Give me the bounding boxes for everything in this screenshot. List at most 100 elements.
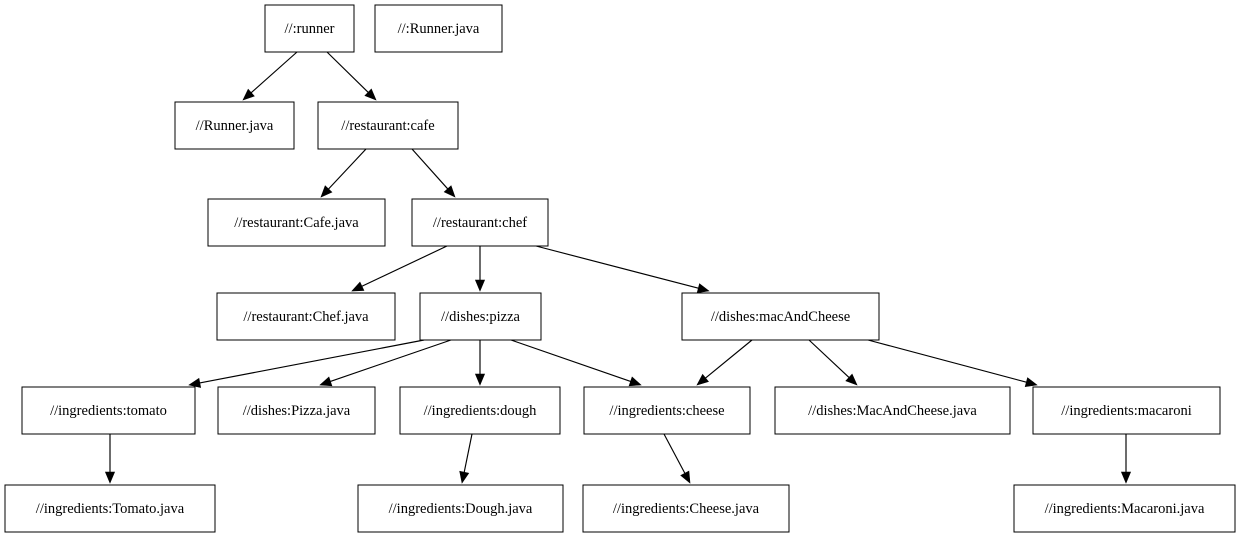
arrowhead-icon xyxy=(696,283,710,294)
arrowhead-icon xyxy=(474,279,486,292)
arrowhead-icon xyxy=(242,88,255,101)
edge-line xyxy=(663,433,686,474)
node-ingredients-macaroni[interactable]: //ingredients:macaroni xyxy=(1032,386,1221,435)
node-ingredients-dough[interactable]: //ingredients:dough xyxy=(399,386,561,435)
node-dough-java[interactable]: //ingredients:Dough.java xyxy=(357,484,564,533)
node-macaroni-java[interactable]: //ingredients:Macaroni.java xyxy=(1013,484,1236,533)
node-box[interactable] xyxy=(21,386,196,435)
node-runner-java-root[interactable]: //:Runner.java xyxy=(374,4,503,53)
arrowhead-icon xyxy=(351,281,365,292)
node-label: //dishes:MacAndCheese.java xyxy=(808,403,977,419)
arrowhead-icon xyxy=(696,373,709,386)
arrowhead-icon xyxy=(188,377,202,388)
edge-line xyxy=(250,51,298,94)
edge-line xyxy=(867,339,1027,383)
edge-runner-to-restaurant-cafe xyxy=(326,51,377,101)
edge-line xyxy=(535,245,699,289)
arrowhead-icon xyxy=(459,470,470,484)
node-dishes-pizza-java[interactable]: //dishes:Pizza.java xyxy=(217,386,376,435)
node-cheese-java[interactable]: //ingredients:Cheese.java xyxy=(582,484,790,533)
edge-line xyxy=(463,433,473,473)
node-label: //ingredients:Cheese.java xyxy=(613,501,760,517)
edge-restaurant-cafe-to-restaurant-chef xyxy=(411,148,456,198)
edge-ingredients-cheese-to-cheese-java xyxy=(663,433,691,484)
node-label: //ingredients:Tomato.java xyxy=(36,501,185,517)
node-label: //Runner.java xyxy=(196,118,274,134)
node-restaurant-chef-java[interactable]: //restaurant:Chef.java xyxy=(216,292,396,341)
arrowhead-icon xyxy=(1120,471,1132,484)
node-box[interactable] xyxy=(317,101,459,150)
node-box[interactable] xyxy=(4,484,216,533)
edge-ingredients-macaroni-to-macaroni-java xyxy=(1120,434,1132,484)
node-label: //ingredients:tomato xyxy=(50,403,167,419)
edge-ingredients-dough-to-dough-java xyxy=(459,433,473,484)
node-label: //ingredients:macaroni xyxy=(1061,403,1191,419)
node-box[interactable] xyxy=(1013,484,1236,533)
node-ingredients-tomato[interactable]: //ingredients:tomato xyxy=(21,386,196,435)
node-box[interactable] xyxy=(217,386,376,435)
node-box[interactable] xyxy=(399,386,561,435)
arrowhead-icon xyxy=(364,88,377,101)
arrowhead-icon xyxy=(845,373,858,386)
arrowhead-icon xyxy=(319,376,333,387)
edge-restaurant-cafe-to-restaurant-cafe-java xyxy=(320,148,367,198)
node-box[interactable] xyxy=(681,292,880,341)
edge-line xyxy=(411,148,449,190)
edge-restaurant-chef-to-dishes-macandcheese xyxy=(535,245,710,294)
node-label: //restaurant:chef xyxy=(433,215,527,231)
edge-line xyxy=(510,339,631,382)
edge-line xyxy=(330,339,452,382)
edge-line xyxy=(328,148,367,190)
node-runner-java[interactable]: //Runner.java xyxy=(174,101,295,150)
node-box[interactable] xyxy=(264,4,355,53)
node-box[interactable] xyxy=(357,484,564,533)
node-box[interactable] xyxy=(174,101,295,150)
node-box[interactable] xyxy=(411,198,549,247)
node-ingredients-cheese[interactable]: //ingredients:cheese xyxy=(583,386,751,435)
edge-dishes-macandcheese-to-ingredients-macaroni xyxy=(867,339,1038,387)
node-dishes-pizza[interactable]: //dishes:pizza xyxy=(419,292,542,341)
edge-restaurant-chef-to-restaurant-chef-java xyxy=(351,245,448,292)
arrowhead-icon xyxy=(680,470,691,484)
node-box[interactable] xyxy=(374,4,503,53)
node-label: //ingredients:dough xyxy=(424,403,538,419)
node-label: //restaurant:cafe xyxy=(341,118,434,134)
node-box[interactable] xyxy=(1032,386,1221,435)
edge-line xyxy=(326,51,369,93)
edge-dishes-macandcheese-to-ingredients-cheese xyxy=(696,339,753,386)
node-box[interactable] xyxy=(582,484,790,533)
node-box[interactable] xyxy=(207,198,386,247)
node-box[interactable] xyxy=(583,386,751,435)
arrowhead-icon xyxy=(104,471,116,484)
node-restaurant-cafe[interactable]: //restaurant:cafe xyxy=(317,101,459,150)
arrowhead-icon xyxy=(1024,377,1038,387)
edge-dishes-pizza-to-ingredients-dough xyxy=(474,340,486,386)
edge-dishes-pizza-to-dishes-pizza-java xyxy=(319,339,452,387)
node-box[interactable] xyxy=(216,292,396,341)
node-tomato-java[interactable]: //ingredients:Tomato.java xyxy=(4,484,216,533)
node-label: //restaurant:Cafe.java xyxy=(234,215,359,231)
edge-ingredients-tomato-to-tomato-java xyxy=(104,434,116,484)
arrowhead-icon xyxy=(628,376,642,387)
nodes-layer: //:runner //:Runner.java //Runner.java //re… xyxy=(4,4,1236,533)
arrowhead-icon xyxy=(443,185,456,198)
edge-line xyxy=(808,339,850,378)
node-restaurant-cafe-java[interactable]: //restaurant:Cafe.java xyxy=(207,198,386,247)
node-box[interactable] xyxy=(419,292,542,341)
node-box[interactable] xyxy=(774,386,1011,435)
edge-dishes-pizza-to-ingredients-cheese xyxy=(510,339,642,387)
edge-line xyxy=(361,245,448,287)
node-dishes-macandcheese[interactable]: //dishes:macAndCheese xyxy=(681,292,880,341)
node-label: //ingredients:cheese xyxy=(609,403,724,419)
arrowhead-icon xyxy=(474,373,486,386)
edge-runner-to-runner-java xyxy=(242,51,298,101)
edges-layer xyxy=(104,51,1132,484)
node-runner[interactable]: //:runner xyxy=(264,4,355,53)
node-restaurant-chef[interactable]: //restaurant:chef xyxy=(411,198,549,247)
node-dishes-mac-java[interactable]: //dishes:MacAndCheese.java xyxy=(774,386,1011,435)
edge-line xyxy=(705,339,753,379)
arrowhead-icon xyxy=(320,185,333,198)
node-label: //ingredients:Macaroni.java xyxy=(1045,501,1205,517)
